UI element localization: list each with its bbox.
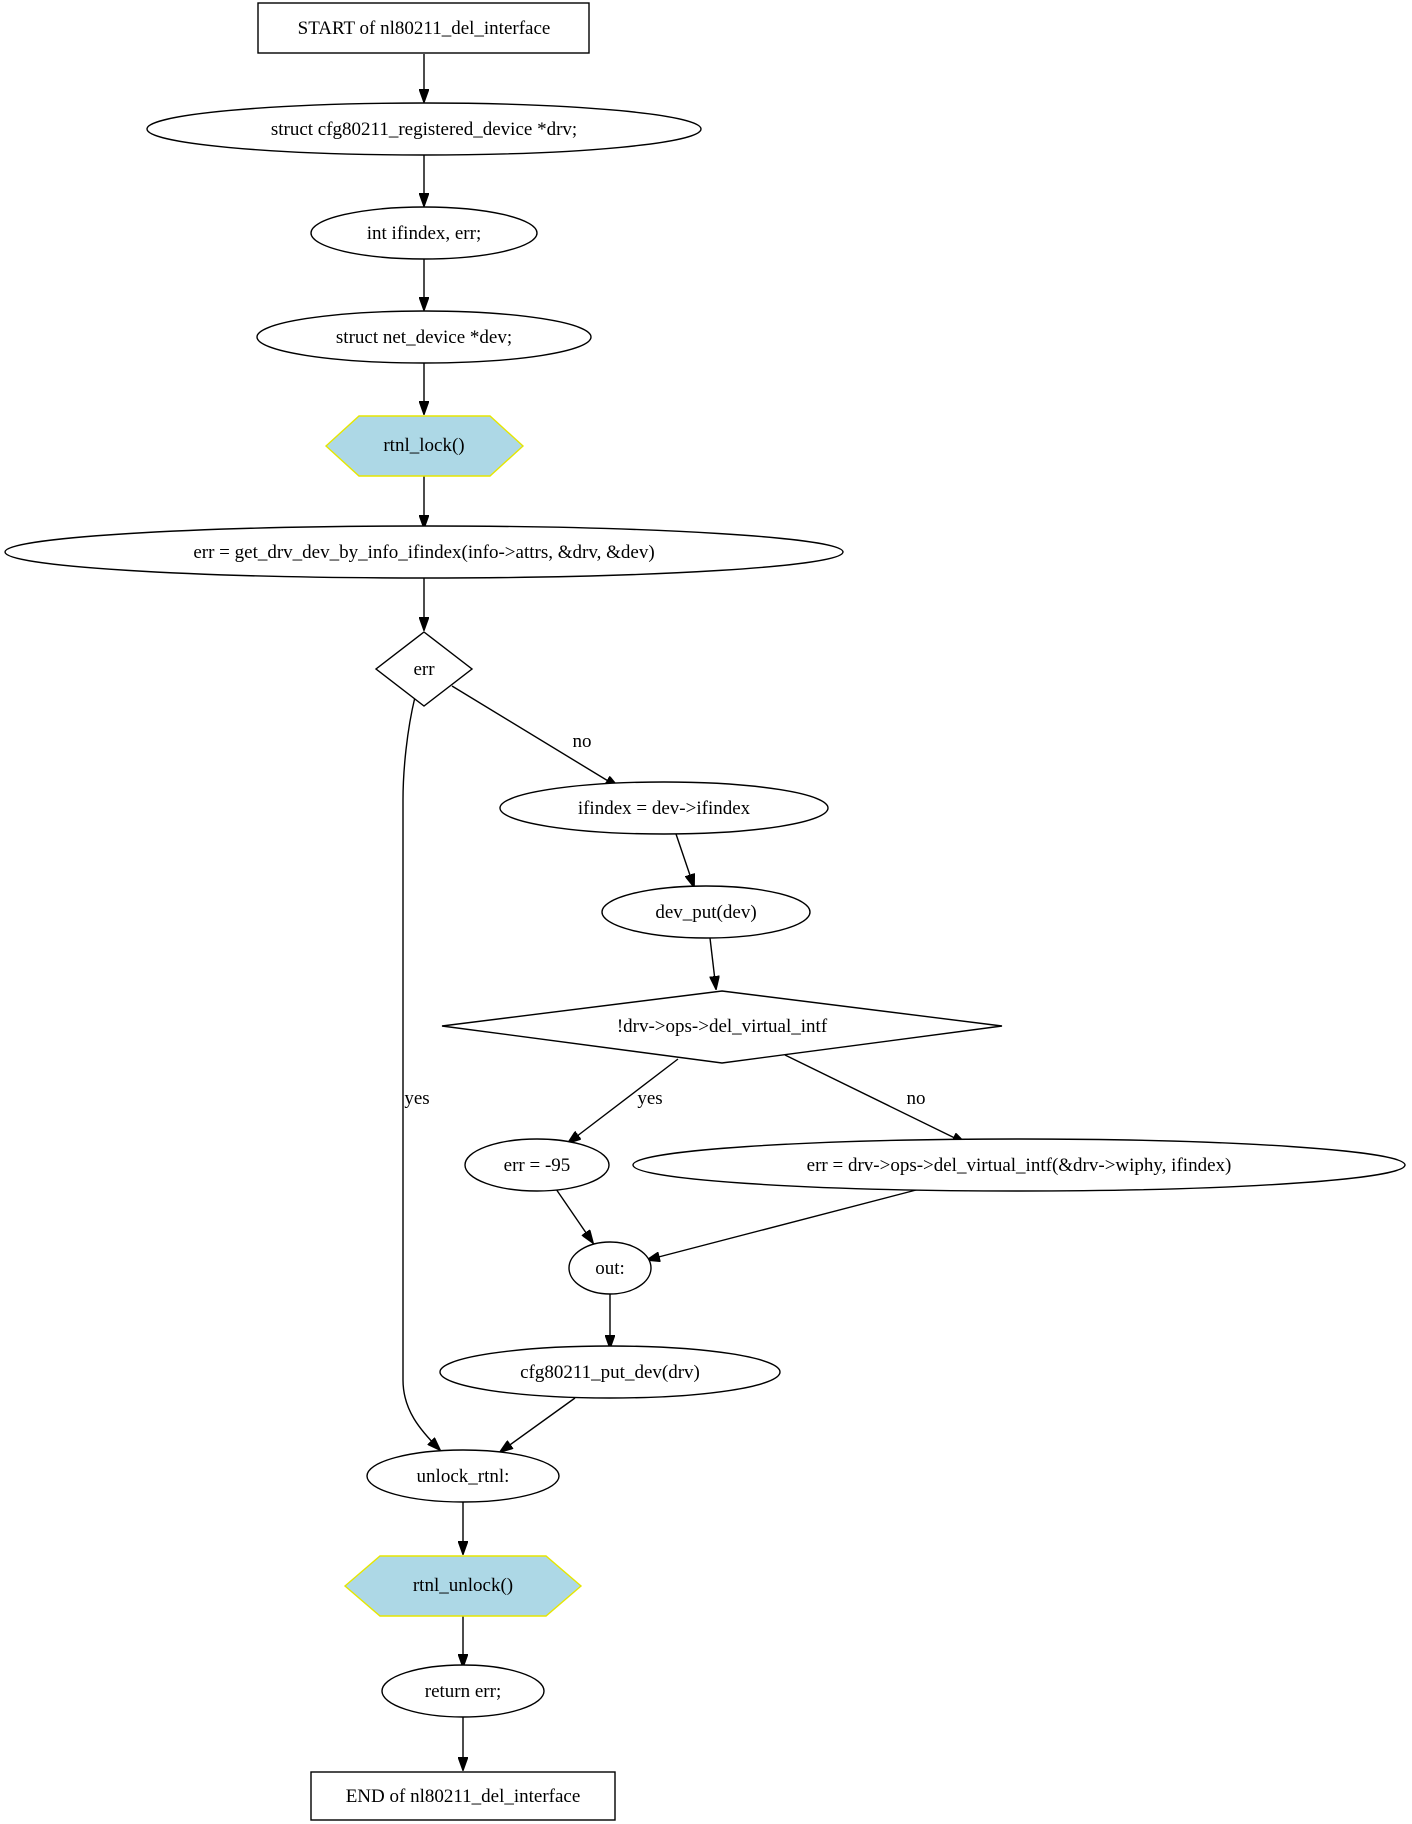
edge-label-err-yes: yes	[404, 1088, 429, 1109]
edge-label-del-yes: yes	[637, 1088, 662, 1109]
node-cond-del: !drv->ops->del_virtual_intf	[441, 990, 1003, 1064]
node-call-del-label: err = drv->ops->del_virtual_intf(&drv->w…	[807, 1155, 1232, 1176]
node-put-dev-label: cfg80211_put_dev(drv)	[520, 1362, 700, 1383]
node-unlock-label: unlock_rtnl:	[366, 1449, 560, 1503]
node-start: START of nl80211_del_interface	[257, 2, 590, 54]
node-decl-ifindex-label: int ifindex, err;	[367, 223, 482, 244]
node-decl-drv-label: struct cfg80211_registered_device *drv;	[271, 119, 577, 140]
node-assign-ifindex: ifindex = dev->ifindex	[499, 781, 829, 835]
node-out-label: out:	[595, 1258, 625, 1279]
node-call-del: err = drv->ops->del_virtual_intf(&drv->w…	[632, 1138, 1406, 1192]
node-decl-dev: struct net_device *dev;	[256, 310, 592, 364]
edge-put-dev-to-unlock-label	[500, 1397, 576, 1452]
node-end: END of nl80211_del_interface	[310, 1771, 616, 1821]
node-put-dev: cfg80211_put_dev(drv)	[439, 1345, 781, 1399]
node-end-label: END of nl80211_del_interface	[346, 1786, 581, 1807]
edge-call-del-to-out	[647, 1188, 921, 1260]
edge-dev-put-to-cond-del	[709, 937, 716, 989]
node-return-err: return err;	[381, 1664, 545, 1718]
node-rtnl-unlock: rtnl_unlock()	[343, 1555, 583, 1617]
node-err-95: err = -95	[464, 1138, 610, 1192]
edge-cond-err-no	[451, 685, 618, 787]
edge-label-err-no: no	[573, 731, 592, 752]
nodes: START of nl80211_del_interface struct cf…	[4, 2, 1406, 1821]
node-rtnl-unlock-label: rtnl_unlock()	[413, 1575, 513, 1596]
node-decl-drv: struct cfg80211_registered_device *drv;	[146, 102, 702, 156]
node-rtnl-lock: rtnl_lock()	[324, 415, 525, 477]
edge-err-95-to-out	[555, 1188, 593, 1243]
node-get-drv-label: err = get_drv_dev_by_info_ifindex(info->…	[193, 542, 654, 563]
edges	[402, 54, 965, 1770]
node-dev-put: dev_put(dev)	[601, 885, 811, 939]
node-decl-dev-label: struct net_device *dev;	[336, 327, 512, 348]
node-cond-del-label: !drv->ops->del_virtual_intf	[617, 1016, 828, 1037]
edge-labels: no yes yes no	[404, 731, 925, 1109]
edge-cond-err-yes	[402, 696, 440, 1450]
node-return-err-label: return err;	[425, 1681, 501, 1702]
edge-cond-del-yes	[568, 1058, 679, 1143]
edge-assign-ifindex-to-dev-put	[675, 833, 694, 887]
edge-label-del-no: no	[907, 1088, 926, 1109]
node-cond-err-label: err	[413, 659, 435, 680]
node-rtnl-lock-label: rtnl_lock()	[383, 435, 464, 456]
node-err-95-label: err = -95	[504, 1155, 571, 1176]
node-decl-ifindex: int ifindex, err;	[310, 206, 538, 260]
node-out: out:	[568, 1241, 652, 1295]
node-start-label: START of nl80211_del_interface	[298, 18, 551, 39]
node-cond-err: err	[374, 631, 474, 707]
node-assign-ifindex-label: ifindex = dev->ifindex	[578, 798, 751, 819]
node-dev-put-label: dev_put(dev)	[655, 902, 756, 923]
node-get-drv: err = get_drv_dev_by_info_ifindex(info->…	[4, 525, 844, 579]
node-unlock-label-label: unlock_rtnl:	[417, 1466, 510, 1487]
edge-cond-del-no	[784, 1054, 965, 1143]
